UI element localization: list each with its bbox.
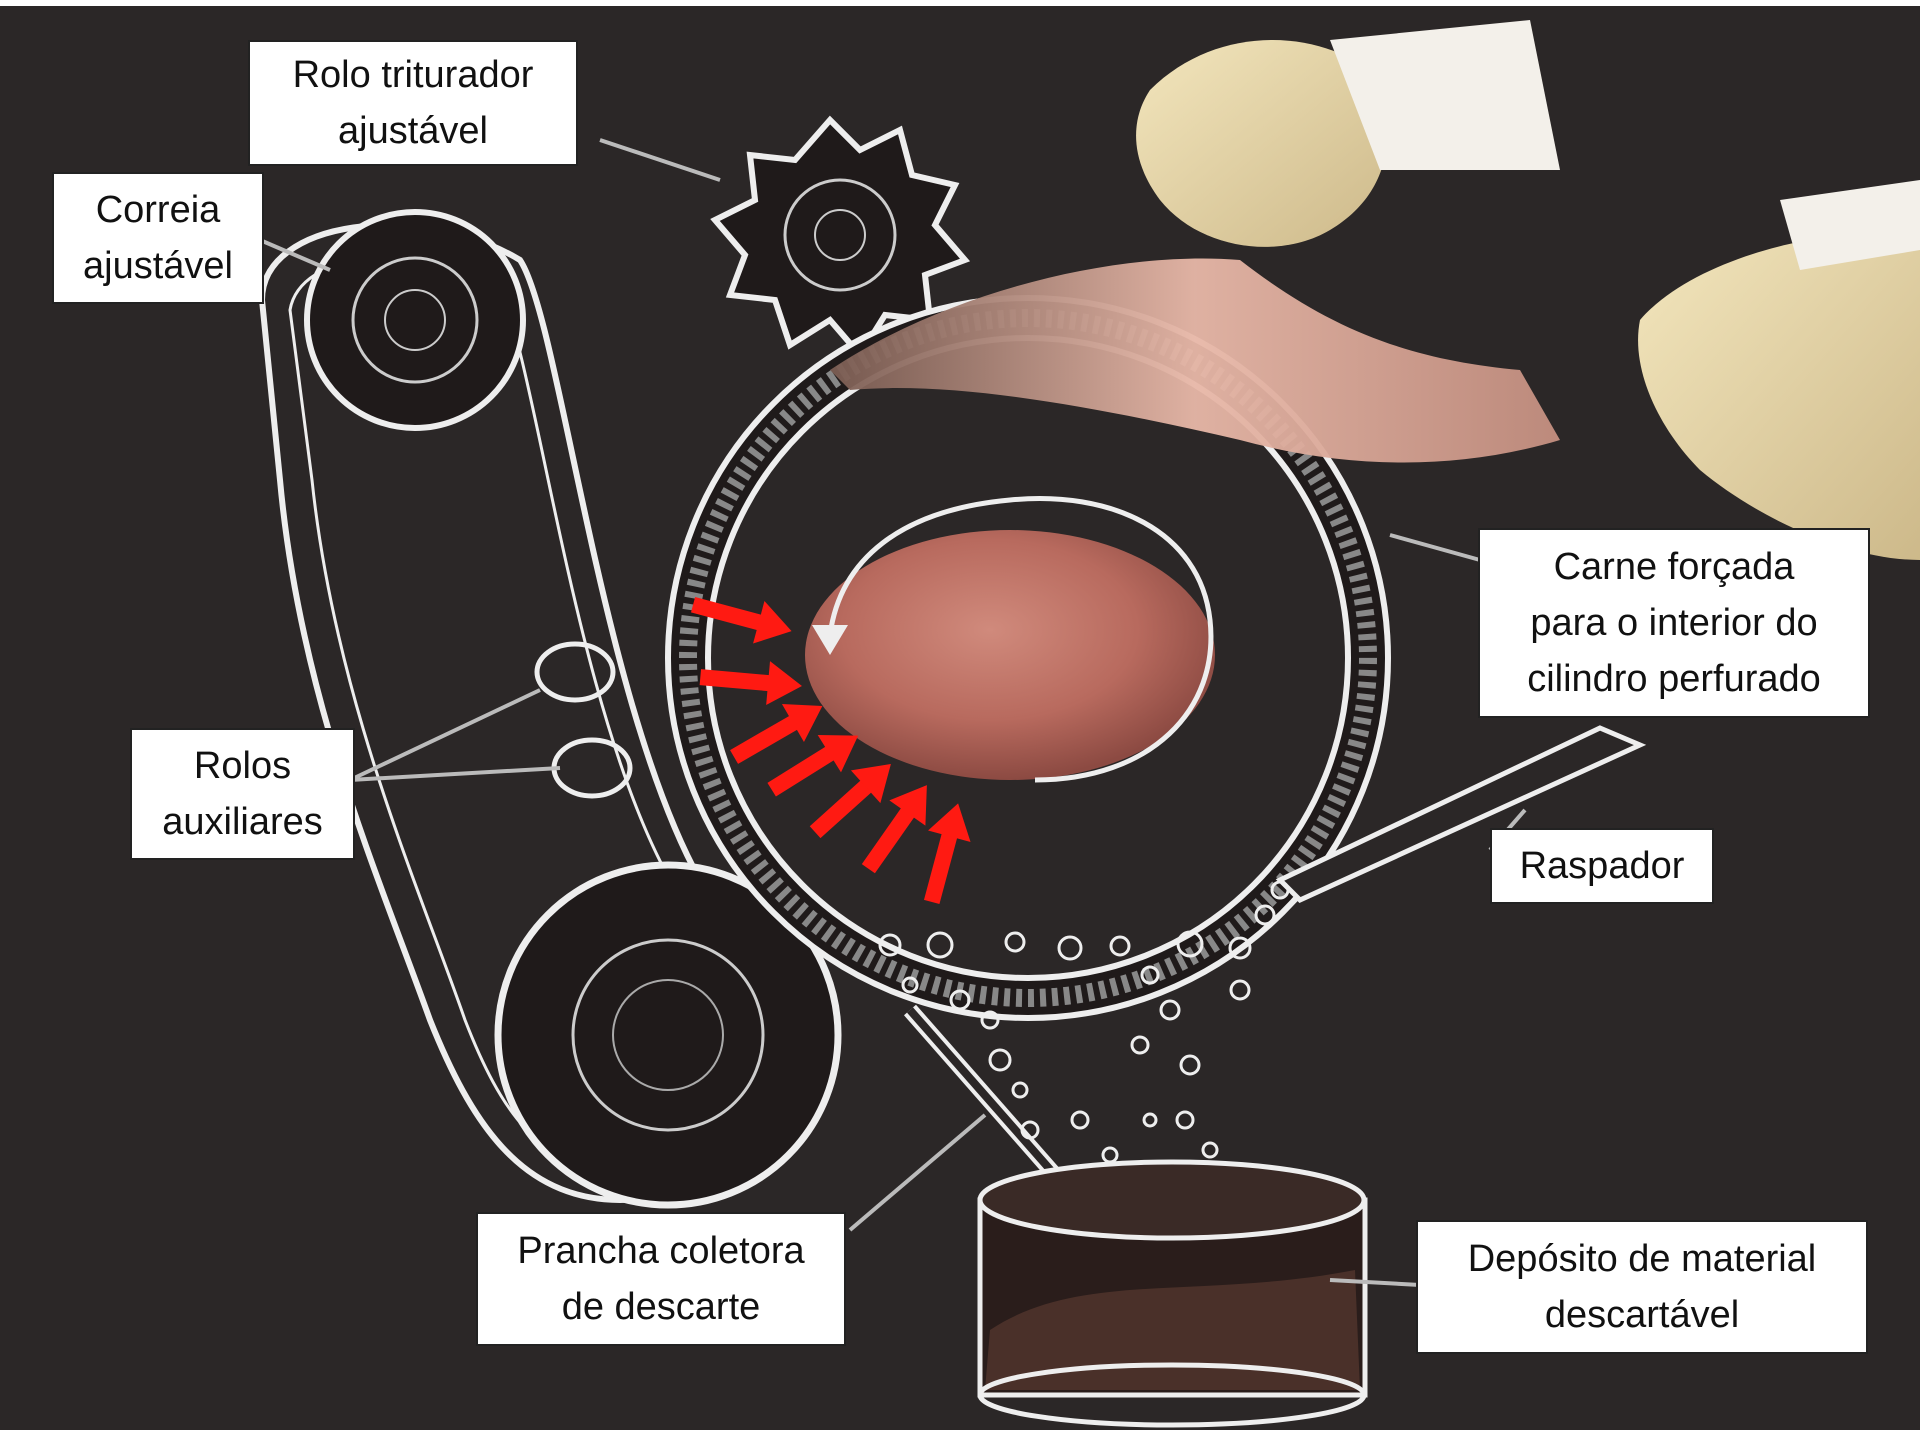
label-rolo-triturador: Rolo triturador ajustável bbox=[248, 40, 578, 166]
label-deposito: Depósito de material descartável bbox=[1416, 1220, 1868, 1354]
label-line: para o interior do bbox=[1530, 595, 1817, 651]
top-white-strip bbox=[0, 0, 1920, 6]
label-line: descartável bbox=[1545, 1287, 1739, 1343]
label-line: Rolo triturador bbox=[293, 47, 534, 103]
label-prancha: Prancha coletora de descarte bbox=[476, 1212, 846, 1346]
gear-icon bbox=[307, 212, 523, 428]
label-line: Carne forçada bbox=[1554, 539, 1795, 595]
label-line: de descarte bbox=[562, 1279, 761, 1335]
label-line: Prancha coletora bbox=[517, 1223, 804, 1279]
meat-icon bbox=[805, 530, 1215, 780]
label-raspador: Raspador bbox=[1490, 828, 1714, 904]
label-correia: Correia ajustável bbox=[52, 172, 264, 304]
bucket-icon bbox=[980, 1162, 1365, 1425]
label-line: ajustável bbox=[83, 238, 233, 294]
label-carne-forcada: Carne forçada para o interior do cilindr… bbox=[1478, 528, 1870, 718]
label-line: ajustável bbox=[338, 103, 488, 159]
label-line: Raspador bbox=[1520, 838, 1685, 894]
label-line: Rolos bbox=[194, 738, 291, 794]
bottom-white-strip bbox=[0, 1430, 1920, 1440]
label-line: Depósito de material bbox=[1468, 1231, 1817, 1287]
label-line: auxiliares bbox=[162, 794, 323, 850]
label-line: cilindro perfurado bbox=[1527, 651, 1821, 707]
label-line: Correia bbox=[96, 182, 221, 238]
label-rolos-auxiliares: Rolos auxiliares bbox=[130, 728, 355, 860]
